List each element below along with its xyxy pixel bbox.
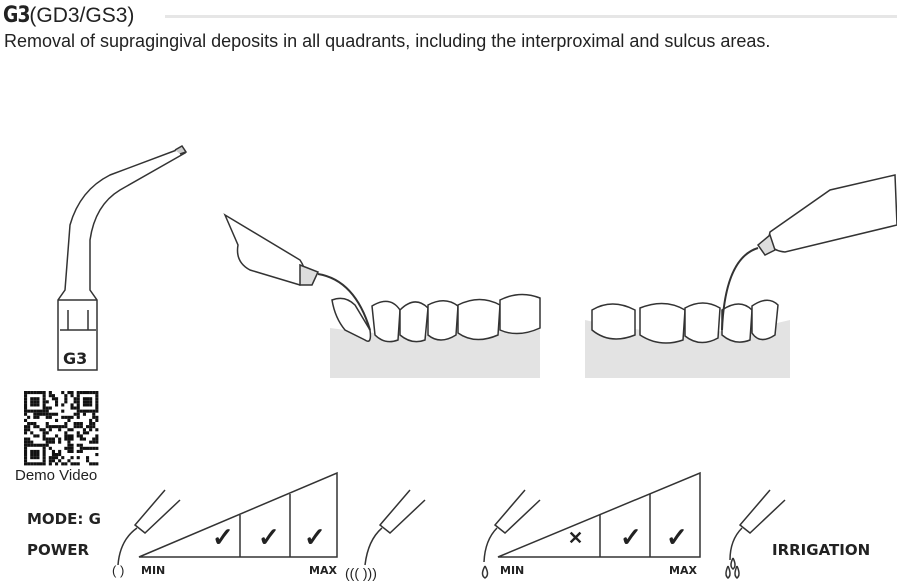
- check-icon: ✓: [212, 522, 234, 552]
- power-max-label: MAX: [309, 564, 337, 577]
- handpiece-icon-min-water: [481, 489, 541, 579]
- check-icon: ✓: [666, 522, 688, 552]
- qr-code: [24, 391, 99, 466]
- svg-text:( ): ( ): [112, 563, 124, 578]
- check-icon: ✓: [620, 522, 642, 552]
- handpiece-icon-max-water: [725, 489, 786, 579]
- check-icon: ✓: [304, 522, 326, 552]
- check-icon: ✓: [258, 522, 280, 552]
- model-variants: (GD3/GS3): [29, 4, 135, 27]
- scaler-tip-illustration: [57, 145, 188, 371]
- irrigation-scale: [497, 471, 701, 558]
- power-label: POWER: [27, 541, 90, 559]
- mode-label: MODE: G: [27, 510, 101, 528]
- model-name: G3: [3, 3, 31, 28]
- power-min-label: MIN: [141, 564, 166, 577]
- power-scale: [138, 471, 338, 558]
- handpiece-icon-min-power: ( ): [112, 489, 181, 578]
- product-title: G3(GD3/GS3): [3, 2, 134, 28]
- cross-icon: ✕: [568, 528, 584, 548]
- handpiece-icon-max-power: ((( ))): [345, 489, 426, 581]
- product-description: Removal of supragingival deposits in all…: [4, 31, 771, 51]
- irrigation-max-label: MAX: [669, 564, 697, 577]
- qr-caption[interactable]: Demo Video: [15, 467, 98, 484]
- title-rule: [165, 15, 897, 18]
- teeth-illustration-right: [585, 174, 897, 378]
- irrigation-label: IRRIGATION: [772, 541, 871, 559]
- svg-text:((( ))): ((( ))): [345, 565, 377, 581]
- tip-label: G3: [63, 349, 88, 368]
- teeth-illustration-left: [223, 213, 541, 378]
- irrigation-min-label: MIN: [500, 564, 525, 577]
